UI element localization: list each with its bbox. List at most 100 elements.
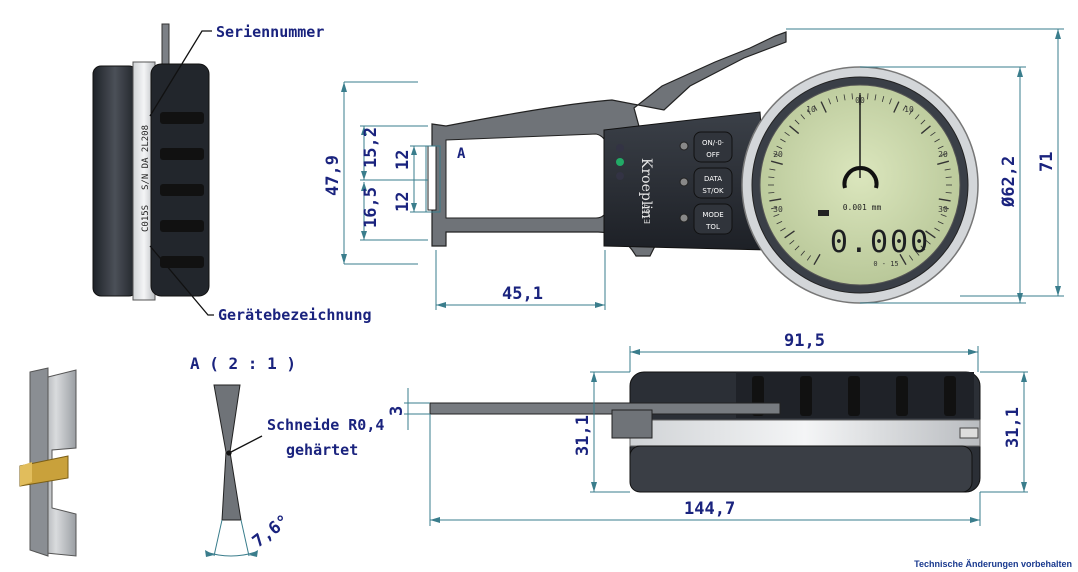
- dial-number-20-right: 20: [938, 150, 948, 159]
- dial-ticks: [768, 93, 952, 266]
- dial-tick: [945, 192, 952, 194]
- dial-tick: [937, 220, 944, 225]
- dial-number-30-right: 30: [938, 205, 948, 214]
- dial-number-10-right: 10: [904, 105, 914, 114]
- dim-47-9: 47,9: [323, 155, 343, 196]
- dim-3: 3: [387, 406, 407, 416]
- dial-tick: [881, 96, 885, 103]
- dial-tick: [794, 245, 800, 251]
- dial-tick: [889, 98, 892, 105]
- side-view: S/N DA 2L208 C015S Seriennummer Gerätebe…: [92, 23, 372, 324]
- svg-text:MODE: MODE: [702, 211, 723, 219]
- dial-tick: [806, 109, 812, 115]
- dial-tick: [769, 198, 782, 202]
- dial-tick: [813, 105, 818, 111]
- dim-16-5: 16,5: [361, 187, 381, 228]
- dial-tick: [925, 239, 931, 245]
- dial-tick: [940, 214, 947, 217]
- dial-tick: [794, 119, 800, 125]
- dial-tick: [813, 253, 821, 266]
- dial-tick: [800, 250, 806, 256]
- dial-number-10-left: 10: [806, 105, 816, 114]
- footer-disclaimer: Technische Änderungen vorbehalten: [914, 559, 1072, 569]
- dial-tick: [914, 114, 920, 120]
- serial-number-label: Seriennummer: [216, 23, 324, 41]
- detail-a-view: A ( 2 : 1 ) Schneide R0,4 gehärtet 7,6°: [190, 354, 384, 557]
- brand-text: Kroeplin: [638, 158, 654, 219]
- dial-tick: [776, 220, 783, 225]
- dial-tick: [920, 125, 931, 135]
- dial-tick: [768, 176, 775, 178]
- dial-tick: [789, 125, 800, 135]
- edge-label-line2: gehärtet: [286, 441, 358, 459]
- dial-tick: [893, 101, 900, 113]
- svg-text:OFF: OFF: [706, 151, 720, 159]
- dial-tick: [867, 93, 869, 100]
- svg-text:ST/OK: ST/OK: [702, 187, 724, 195]
- dial-tick: [828, 98, 831, 105]
- dial-tick: [780, 138, 786, 143]
- dim-144-7: 144,7: [684, 499, 735, 519]
- jaw-detail-photo: [19, 367, 77, 557]
- angle-label: 7,6°: [249, 511, 294, 552]
- dim-31-1-right: 31,1: [1003, 407, 1023, 448]
- dial-tick: [800, 114, 806, 120]
- dial-tick: [937, 145, 944, 150]
- mode-button[interactable]: MODE TOL: [693, 203, 733, 235]
- dim-45-1: 45,1: [502, 284, 543, 304]
- dial-tick: [835, 96, 839, 103]
- dial-tick: [942, 206, 949, 210]
- dial-tick: [784, 131, 790, 137]
- dim-31-1-left: 31,1: [573, 415, 593, 456]
- dial-tick: [899, 253, 907, 266]
- dial-tick: [937, 160, 950, 165]
- dial-tick: [776, 145, 783, 150]
- detail-ref-label: A: [457, 146, 466, 162]
- dial-tick: [920, 119, 926, 125]
- unit-text: 0.001 mm: [843, 203, 882, 212]
- dim-71: 71: [1037, 152, 1057, 172]
- dial-tick: [934, 227, 940, 232]
- on-off-button[interactable]: ON/·0· OFF: [693, 131, 733, 163]
- data-button[interactable]: DATA ST/OK: [693, 167, 733, 199]
- dial-number-top: 00: [855, 96, 865, 105]
- dial-tick: [806, 255, 812, 261]
- dial-tick: [820, 101, 827, 113]
- dim-12-upper: 12: [393, 150, 413, 170]
- dial-tick: [908, 255, 914, 261]
- dimensions-front: 47,9 15,2 16,5 12 12 45,1 Ø62,2: [323, 28, 1064, 310]
- dial: 00 10 10 20 20 30 30 0.001 mm 0.000 0 - …: [741, 66, 979, 304]
- dial-tick: [843, 94, 846, 101]
- dial-tick: [784, 230, 795, 239]
- dial-tick: [874, 94, 877, 101]
- dial-tick: [851, 93, 853, 100]
- device-buttons: ON/·0· OFF DATA ST/OK MODE TOL: [679, 131, 733, 235]
- edge-label-line1: Schneide R0,4: [267, 416, 384, 434]
- svg-text:DATA: DATA: [704, 175, 722, 183]
- range-text: 0 - 15: [873, 260, 898, 268]
- dial-number-20-left: 20: [773, 150, 783, 159]
- dial-tick: [914, 250, 920, 256]
- dial-tick: [945, 176, 952, 178]
- dim-diameter-62-2: Ø62,2: [999, 156, 1019, 208]
- dial-tick: [908, 109, 914, 115]
- svg-text:TOL: TOL: [705, 223, 720, 231]
- dial-tick: [770, 160, 783, 165]
- dial-tick: [920, 245, 926, 251]
- dial-tick: [925, 230, 936, 239]
- dial-tick: [934, 138, 940, 143]
- dial-tick: [780, 227, 786, 232]
- model-badge: E167: [643, 204, 652, 224]
- front-view: Kroeplin E167 ON/·0· OFF DATA ST/OK MODE…: [425, 31, 979, 304]
- model-engraving: C015S: [141, 205, 151, 232]
- dial-tick: [769, 168, 776, 171]
- dial-tick: [944, 168, 951, 171]
- detail-a-title: A ( 2 : 1 ): [190, 354, 296, 373]
- serial-engraving: S/N DA 2L208: [141, 125, 151, 190]
- dial-tick: [930, 131, 936, 137]
- dial-tick: [938, 198, 951, 202]
- dial-tick: [940, 153, 947, 156]
- svg-text:ON/·0·: ON/·0·: [702, 139, 724, 147]
- dim-91-5: 91,5: [784, 331, 825, 351]
